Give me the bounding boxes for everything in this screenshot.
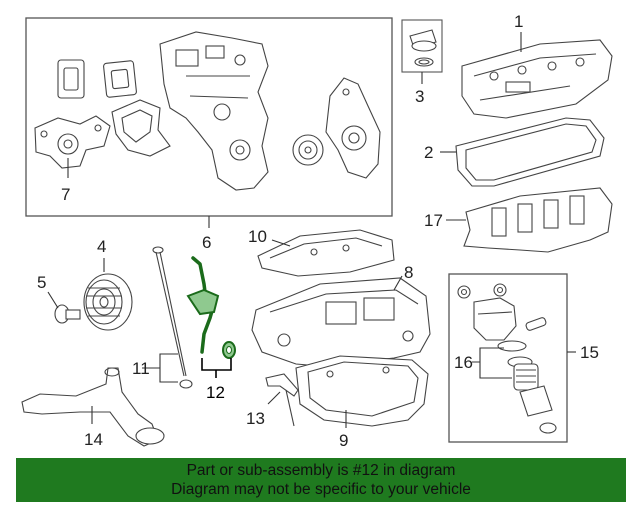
valve-cover[interactable] [461, 39, 613, 119]
gasket-square-2[interactable] [103, 60, 137, 98]
callout-11: 11 [132, 359, 150, 378]
oil-pump-housing[interactable] [325, 77, 381, 179]
crank-sprocket[interactable] [292, 134, 324, 166]
callout-5: 5 [37, 273, 46, 292]
callout-9: 9 [339, 431, 348, 450]
banner-line-2: Diagram may not be specific to your vehi… [171, 481, 471, 498]
callout-7: 7 [61, 185, 70, 204]
callout-17: 17 [424, 211, 443, 230]
oil-filter-group-box [448, 273, 568, 443]
oil-filter-housing[interactable] [457, 283, 547, 368]
oil-pan-lower[interactable] [295, 355, 429, 427]
callout-8: 8 [404, 263, 413, 282]
crankshaft-pulley[interactable] [83, 273, 133, 331]
water-pump[interactable] [34, 115, 111, 169]
water-pump-gasket[interactable] [111, 99, 171, 157]
callout-12: 12 [206, 383, 225, 402]
oil-filler-cap[interactable] [409, 29, 437, 67]
oil-strainer[interactable] [21, 367, 165, 447]
callout-14: 14 [84, 430, 103, 449]
callout-6: 6 [202, 233, 211, 252]
callout-2: 2 [424, 143, 433, 162]
gasket-square-1[interactable] [57, 59, 85, 99]
oil-pan-upper[interactable] [251, 277, 431, 367]
callout-4: 4 [97, 237, 106, 256]
dipstick-bracket[interactable] [265, 373, 299, 427]
timing-chain-cover[interactable] [159, 31, 269, 191]
callout-16: 16 [454, 353, 473, 372]
valve-cover-gasket[interactable] [455, 117, 605, 187]
callout-1: 1 [514, 12, 523, 31]
dipstick-guide-tube[interactable] [186, 256, 236, 359]
pulley-bolt[interactable] [54, 304, 81, 324]
callout-3: 3 [415, 87, 424, 106]
callout-15: 15 [580, 343, 599, 362]
oil-filter-element[interactable] [513, 363, 557, 434]
oil-level-dipstick[interactable] [152, 246, 193, 389]
intake-manifold[interactable] [463, 187, 613, 253]
banner-line-1: Part or sub-assembly is #12 in diagram [186, 462, 456, 479]
callout-13: 13 [246, 409, 265, 428]
oil-pan-baffle[interactable] [257, 229, 395, 277]
callout-10: 10 [248, 227, 267, 246]
notice-banner: Part or sub-assembly is #12 in diagram D… [16, 458, 626, 502]
